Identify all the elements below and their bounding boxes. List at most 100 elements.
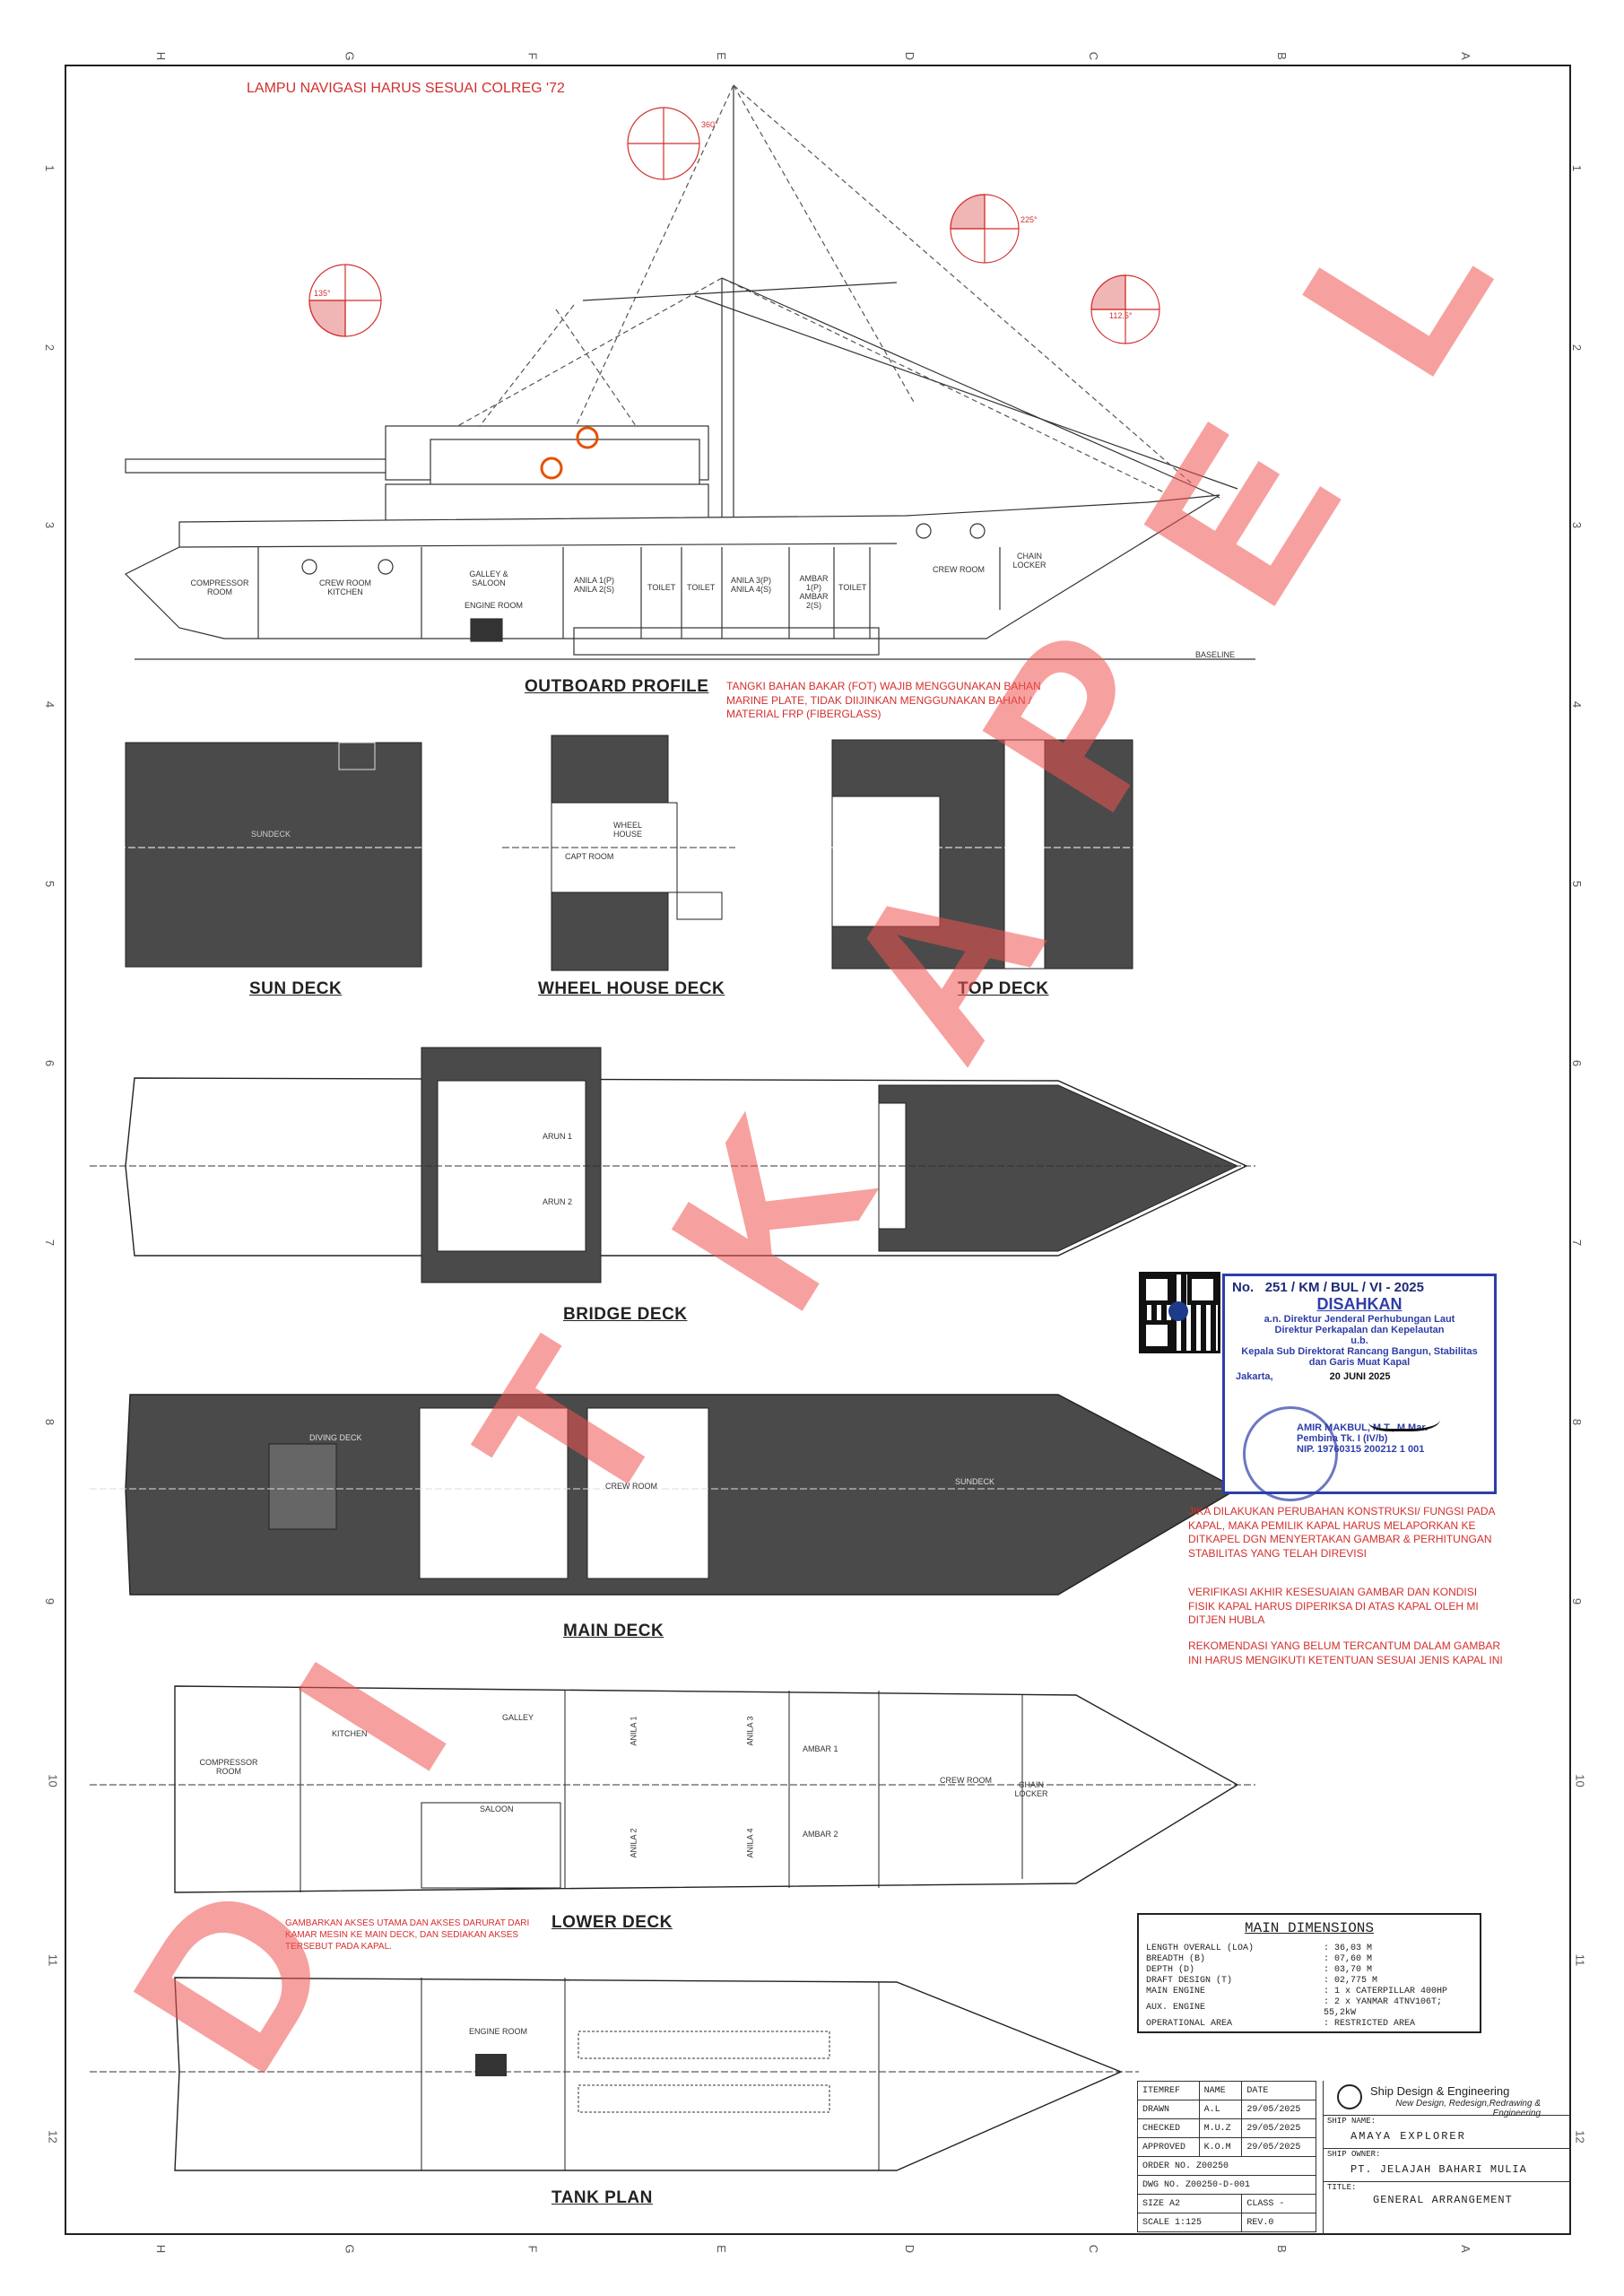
lower-deck-title: LOWER DECK xyxy=(551,1913,673,1932)
top-deck-title: TOP DECK xyxy=(958,979,1049,998)
label-saloon: SALOON xyxy=(480,1805,514,1813)
stamp-number: 251 / KM / BUL / VI - 2025 xyxy=(1264,1280,1424,1295)
outboard-profile-title: OUTBOARD PROFILE xyxy=(525,677,709,696)
dimension-value: : 07,60 M xyxy=(1324,1954,1373,1964)
drawing-frame xyxy=(65,65,1571,2235)
dimension-value: : 2 x YANMAR 4TNV106T; 55,2kW xyxy=(1324,1997,1443,2018)
dimension-row: OPERATIONAL AREA: RESTRICTED AREA xyxy=(1142,2019,1476,2030)
dimension-value: : 02,775 M xyxy=(1324,1976,1378,1986)
dimension-value: : 03,70 M xyxy=(1324,1965,1373,1975)
sun-deck-title: SUN DECK xyxy=(249,979,343,998)
label-crew-room-lower: CREW ROOM xyxy=(940,1776,992,1785)
dimension-label: MAIN ENGINE xyxy=(1146,1987,1206,1996)
top-deck-plan xyxy=(807,739,1166,970)
baseline-label: BASELINE xyxy=(1195,650,1236,659)
room-anila-3-4: ANILA 3(P) ANILA 4(S) xyxy=(731,576,772,594)
tb-h-name: NAME xyxy=(1198,2081,1243,2100)
tank-plan-title: TANK PLAN xyxy=(551,2188,653,2207)
tb-class: CLASS - xyxy=(1241,2194,1316,2213)
stamp-line-2: Direktur Perkapalan dan Kepelautan xyxy=(1274,1325,1445,1335)
nav-light-sectors xyxy=(308,107,1160,344)
approval-stamp: No. 251 / KM / BUL / VI - 2025 DISAHKAN … xyxy=(1222,1274,1497,1501)
company-tagline: New Design, Redesign,Redrawing & Enginee… xyxy=(1395,2099,1541,2118)
label-sundeck: SUNDECK xyxy=(251,830,291,839)
dimension-value: : 1 x CATERPILLAR 400HP xyxy=(1324,1987,1448,1996)
light-angle-1: 360° xyxy=(701,120,718,129)
label-main-sundeck: SUNDECK xyxy=(955,1477,995,1486)
label-anila-1: ANILA 1 xyxy=(629,1716,638,1746)
stamp-place: Jakarta, xyxy=(1236,1371,1273,1382)
company-logo-icon xyxy=(1337,2084,1362,2109)
dimension-row: DEPTH (D): 03,70 M xyxy=(1142,1965,1476,1976)
dimension-value: : 36,03 M xyxy=(1324,1944,1373,1953)
colreg-note: LAMPU NAVIGASI HARUS SESUAI COLREG '72 xyxy=(247,81,565,96)
label-chain-locker-lower: CHAIN LOCKER xyxy=(1014,1780,1048,1798)
tb-approved-date: 29/05/2025 xyxy=(1241,2137,1316,2157)
tb-h-item: ITEMREF xyxy=(1137,2081,1200,2100)
access-note: GAMBARKAN AKSES UTAMA DAN AKSES DARURAT … xyxy=(285,1918,530,1952)
room-chain-locker: CHAIN LOCKER xyxy=(1012,552,1046,570)
label-anila-4: ANILA 4 xyxy=(745,1828,755,1858)
dimension-row: DRAFT DESIGN (T) : 02,775 M xyxy=(1142,1976,1476,1987)
fuel-tank-note: TANGKI BAHAN BAKAR (FOT) WAJIB MENGGUNAK… xyxy=(726,680,1041,721)
room-toilet-1: TOILET xyxy=(647,583,676,592)
tb-order: ORDER NO. Z00250 xyxy=(1137,2156,1316,2176)
label-crew-room-main: CREW ROOM xyxy=(605,1482,657,1491)
room-engine: ENGINE ROOM xyxy=(465,601,524,610)
label-arun-1: ARUN 1 xyxy=(543,1132,573,1141)
stamp-line-1: a.n. Direktur Jenderal Perhubungan Laut xyxy=(1264,1314,1455,1325)
drawing-title: GENERAL ARRANGEMENT xyxy=(1373,2194,1513,2206)
stamp-status: DISAHKAN xyxy=(1316,1295,1403,1313)
dimension-label: AUX. ENGINE xyxy=(1146,2003,1206,2013)
tank-plan xyxy=(90,1977,1139,2171)
stamp-seal xyxy=(1243,1406,1338,1501)
company-name: Ship Design & Engineering xyxy=(1370,2084,1510,2098)
label-kitchen: KITCHEN xyxy=(332,1729,368,1738)
tb-drawn: DRAWN xyxy=(1137,2100,1200,2119)
room-anila-1-2: ANILA 1(P) ANILA 2(S) xyxy=(574,576,615,594)
stamp-line-3: u.b. xyxy=(1350,1335,1368,1346)
light-angle-2: 225° xyxy=(1020,215,1038,224)
stamp-date: 20 JUNI 2025 xyxy=(1329,1371,1391,1382)
stamp-line-4: Kepala Sub Direktorat Rancang Bangun, St… xyxy=(1241,1346,1478,1368)
outboard-profile xyxy=(124,84,1255,660)
room-compressor: COMPRESSOR ROOM xyxy=(190,578,249,596)
label-anila-3: ANILA 3 xyxy=(745,1716,755,1746)
dimension-row: LENGTH OVERALL (LOA): 36,03 M xyxy=(1142,1944,1476,1954)
dimension-label: DRAFT DESIGN (T) xyxy=(1146,1976,1233,1986)
qr-code-icon xyxy=(1139,1272,1220,1353)
ship-owner-label: SHIP OWNER: xyxy=(1327,2150,1381,2159)
tb-dwg: DWG NO. Z00250-D-001 xyxy=(1137,2175,1316,2195)
main-deck-plan xyxy=(90,1394,1255,1596)
room-galley-saloon: GALLEY & SALOON xyxy=(469,570,508,587)
tb-h-date: DATE xyxy=(1241,2081,1316,2100)
wheel-house-deck-plan xyxy=(502,735,735,971)
verify-note: VERIFIKASI AKHIR KESESUAIAN GAMBAR DAN K… xyxy=(1188,1586,1479,1627)
main-dimensions-box: MAIN DIMENSIONS LENGTH OVERALL (LOA): 36… xyxy=(1137,1913,1481,2033)
ship-name-label: SHIP NAME: xyxy=(1327,2117,1376,2126)
signature-mark xyxy=(1368,1402,1440,1431)
label-galley: GALLEY xyxy=(502,1713,534,1722)
label-anila-2: ANILA 2 xyxy=(629,1828,638,1858)
ship-name: AMAYA EXPLORER xyxy=(1350,2130,1466,2143)
dimension-row: BREADTH (B): 07,60 M xyxy=(1142,1954,1476,1965)
label-arun-2: ARUN 2 xyxy=(543,1197,573,1206)
tb-drawn-by: A.L xyxy=(1198,2100,1243,2119)
tb-checked-date: 29/05/2025 xyxy=(1241,2118,1316,2138)
ship-owner: PT. JELAJAH BAHARI MULIA xyxy=(1350,2163,1527,2176)
label-wheel-house: WHEEL HOUSE xyxy=(612,821,642,839)
label-ambar-1: AMBAR 1 xyxy=(803,1744,838,1753)
tb-drawn-date: 29/05/2025 xyxy=(1241,2100,1316,2119)
room-crew-bow: CREW ROOM xyxy=(933,565,985,574)
tb-approved-by: K.O.M xyxy=(1198,2137,1243,2157)
tb-checked: CHECKED xyxy=(1137,2118,1200,2138)
main-dimensions-title: MAIN DIMENSIONS xyxy=(1244,1920,1375,1936)
recommend-note: REKOMENDASI YANG BELUM TERCANTUM DALAM G… xyxy=(1188,1639,1503,1666)
change-note: JIKA DILAKUKAN PERUBAHAN KONSTRUKSI/ FUN… xyxy=(1188,1505,1495,1560)
drawing-title-label: TITLE: xyxy=(1327,2183,1357,2192)
tb-checked-by: M.U.Z xyxy=(1198,2118,1243,2138)
bridge-deck-plan xyxy=(90,1047,1255,1283)
dimension-row: MAIN ENGINE : 1 x CATERPILLAR 400HP xyxy=(1142,1987,1476,1997)
stamp-no-label: No. xyxy=(1232,1280,1255,1295)
